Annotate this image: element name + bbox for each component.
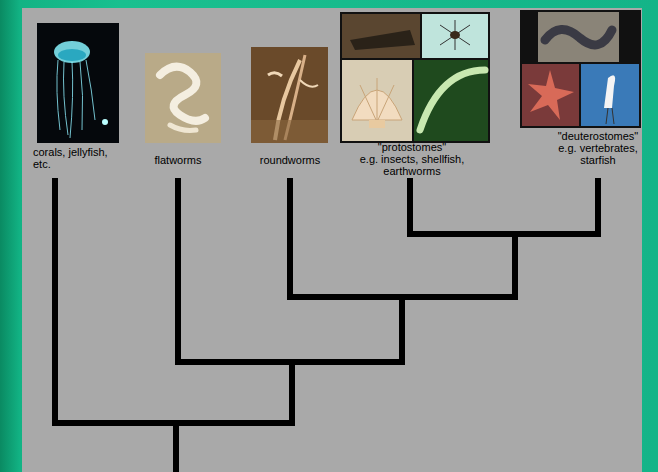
taxon-group: "protostomes"e.g. insects, shellfish, ea… xyxy=(344,141,480,177)
taxon-label: "protostomes" xyxy=(344,141,480,153)
tree-lines xyxy=(55,181,598,472)
taxon-label: "deuterostomes" xyxy=(542,130,654,142)
taxon-label: corals, jellyfish, etc. xyxy=(33,146,117,170)
taxon-label: e.g. insects, shellfish, earthworms xyxy=(344,153,480,177)
taxon-group: roundworms xyxy=(242,154,338,166)
taxon-label: roundworms xyxy=(242,154,338,166)
taxon-group: flatworms xyxy=(130,154,226,166)
taxon-label: flatworms xyxy=(130,154,226,166)
taxon-group: corals, jellyfish, etc. xyxy=(33,146,117,170)
taxon-group: "deuterostomes"e.g. vertebrates, starfis… xyxy=(542,130,654,166)
taxon-label: e.g. vertebrates, starfish xyxy=(542,142,654,166)
